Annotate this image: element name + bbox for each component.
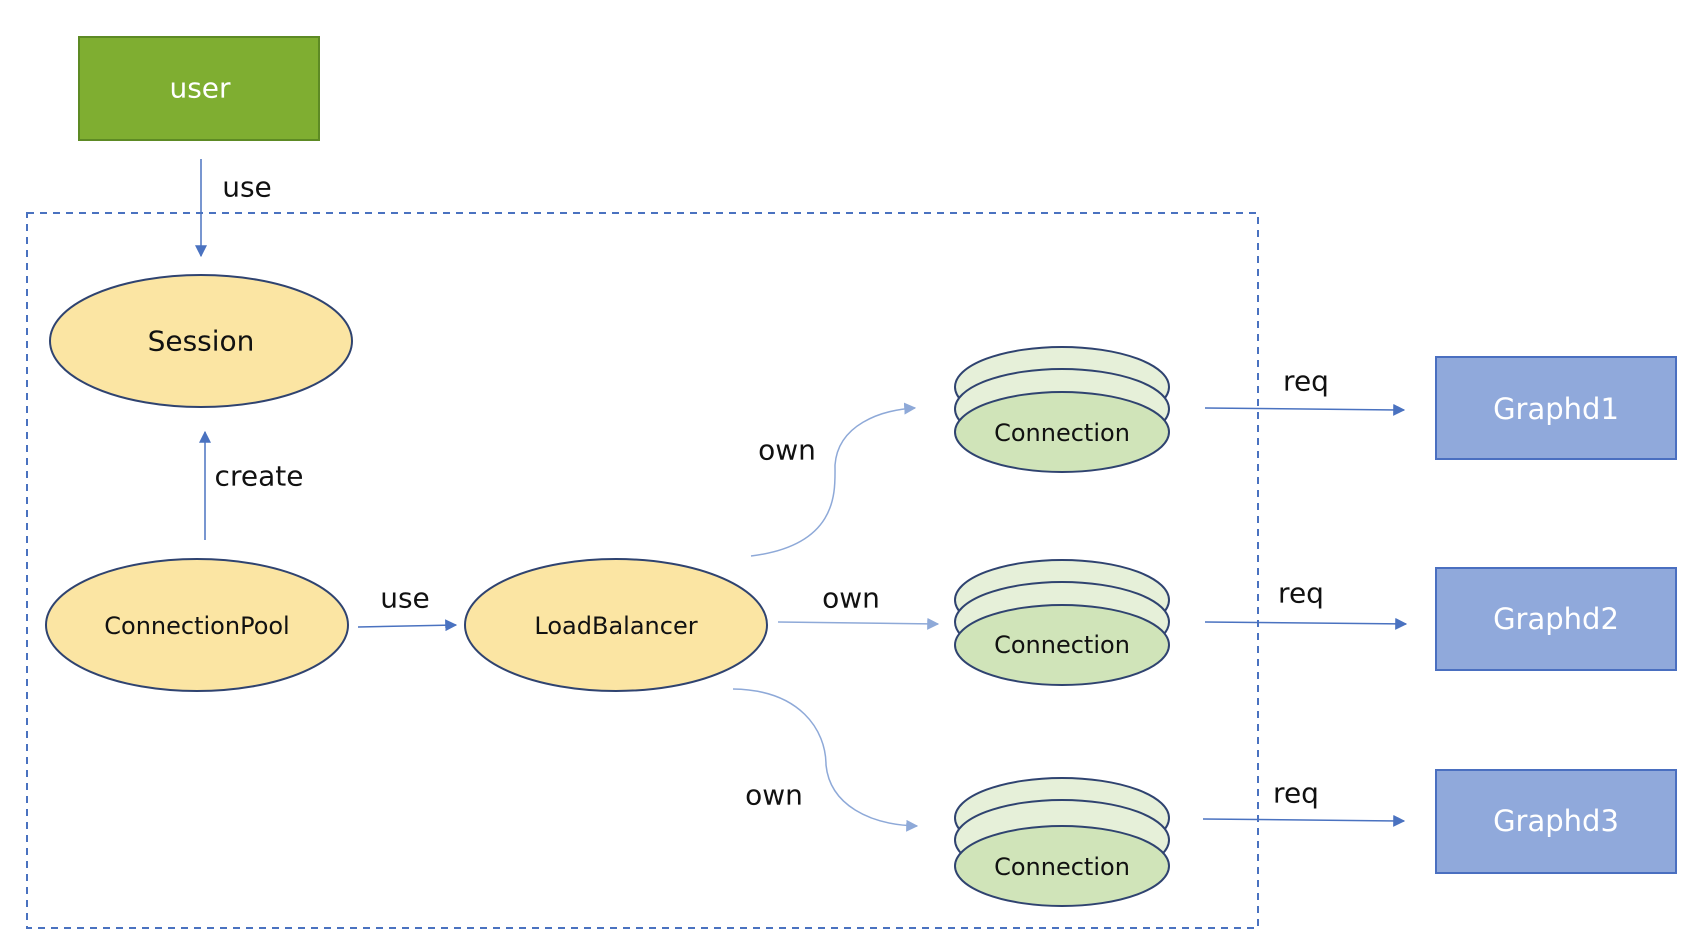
client-boundary	[26, 212, 1259, 929]
connection-stack-2	[954, 559, 1170, 686]
graphd3-node	[1435, 769, 1677, 874]
arrow-connection-2-to-graphd2	[1204, 617, 1408, 630]
connection-pool-node	[45, 558, 349, 692]
arrow-connection-1-to-graphd1	[1204, 403, 1406, 416]
user-node	[78, 36, 320, 141]
graphd1-node	[1435, 356, 1677, 460]
session-node	[49, 274, 353, 408]
load-balancer-node	[464, 558, 768, 692]
arrow-balancer-to-connection-3	[732, 688, 919, 832]
arrow-balancer-to-connection-1	[750, 402, 917, 557]
connection-stack-1	[954, 346, 1170, 473]
connection-stack-3	[954, 777, 1170, 907]
arrow-pool-to-balancer	[357, 619, 458, 632]
arrow-connection-3-to-graphd3	[1202, 814, 1406, 827]
graphd2-node	[1435, 567, 1677, 671]
arrow-balancer-to-connection-2	[777, 617, 940, 630]
